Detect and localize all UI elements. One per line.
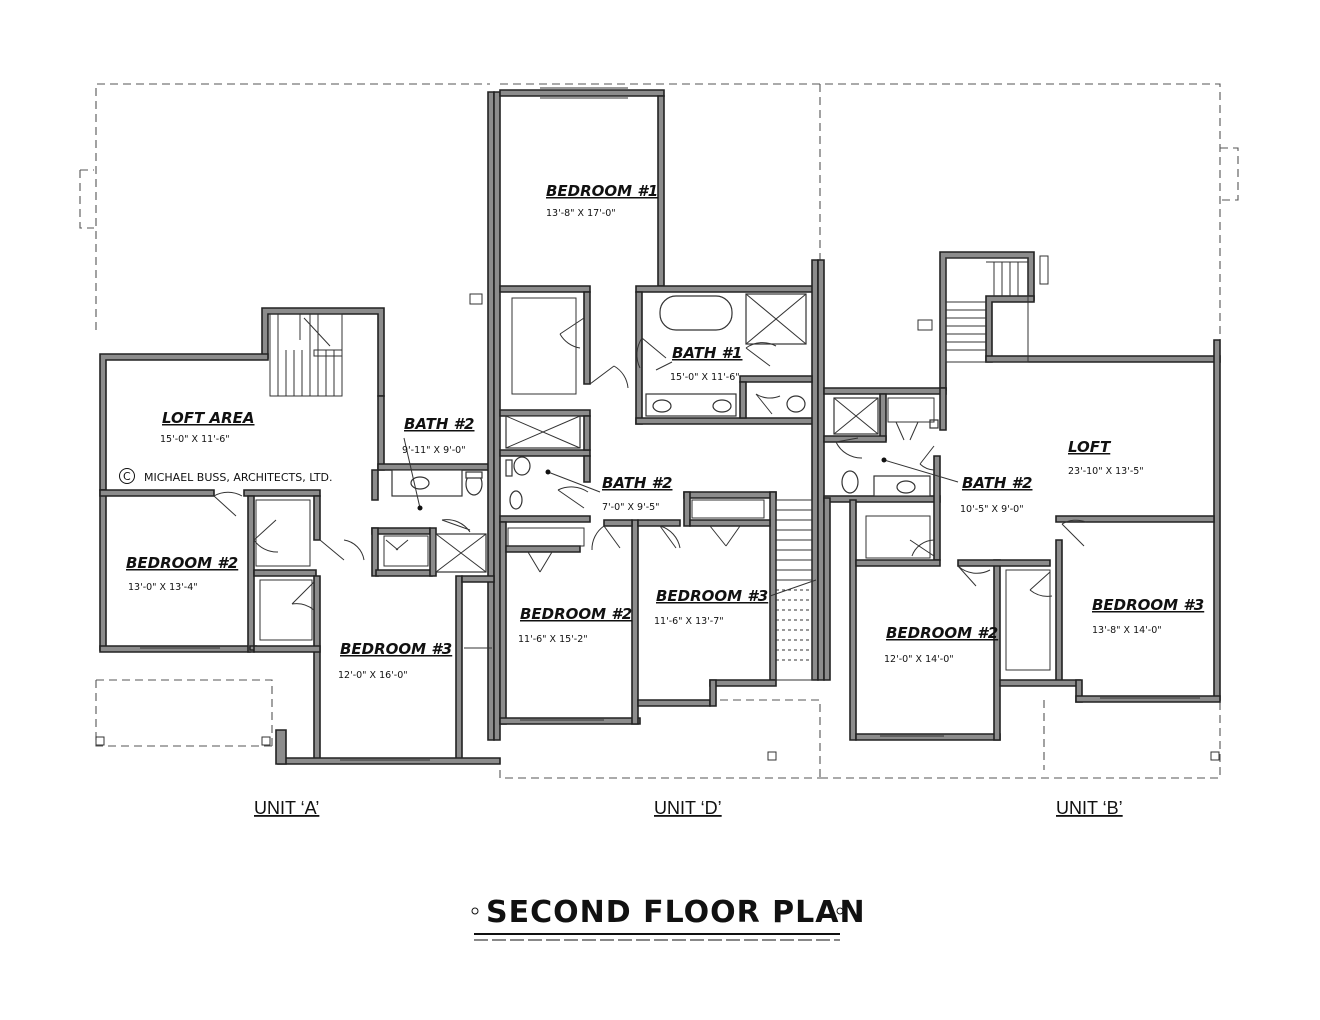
room-name-b-bed2: BEDROOM #2 [886, 624, 998, 642]
room-name-b-bath2: BATH #2 [962, 474, 1033, 492]
drawing-title-block: SECOND FLOOR PLAN [471, 895, 866, 941]
room-dim-d-bath2: 7'-0" X 9'-5" [602, 502, 660, 513]
room-name-b-loft: LOFT [1068, 438, 1112, 456]
room-dim-d-bed2: 11'-6" X 15'-2" [518, 634, 588, 645]
doors [213, 317, 1087, 611]
copyright-text: MICHAEL BUSS, ARCHITECTS, LTD. [144, 471, 333, 484]
fixtures [255, 293, 1051, 671]
room-name-a-bed3: BEDROOM #3 [340, 640, 452, 658]
room-dim-b-loft: 23'-10" X 13'-5" [1068, 466, 1144, 477]
stairs [269, 257, 1029, 681]
label-leaders [403, 361, 959, 511]
unit-a-walls [99, 91, 501, 765]
copyright-note: C MICHAEL BUSS, ARCHITECTS, LTD. [119, 468, 333, 484]
room-dim-b-bath2: 10'-5" X 9'-0" [960, 504, 1024, 515]
room-name-a-loft: LOFT AREA [162, 409, 255, 427]
unit-a-label: UNIT ‘A’ [254, 798, 319, 818]
copyright-symbol: C [123, 470, 131, 483]
room-name-b-bed3: BEDROOM #3 [1092, 596, 1204, 614]
unit-labels: UNIT ‘A’ UNIT ‘D’ UNIT ‘B’ [254, 798, 1123, 818]
room-labels: LOFT AREA 15'-0" X 11'-6" BATH #2 9'-11"… [126, 182, 1204, 681]
drawing-title: SECOND FLOOR PLAN [486, 895, 866, 930]
unit-d-walls [499, 89, 825, 725]
room-name-a-bath2: BATH #2 [404, 415, 475, 433]
room-dim-d-bed3: 11'-6" X 13'-7" [654, 616, 724, 627]
unit-b-walls [823, 251, 1221, 741]
unit-b-label: UNIT ‘B’ [1056, 798, 1123, 818]
room-dim-a-loft: 15'-0" X 11'-6" [160, 434, 230, 445]
room-dim-a-bed2: 13'-0" X 13'-4" [128, 582, 198, 593]
room-name-a-bed2: BEDROOM #2 [126, 554, 238, 572]
room-dim-d-bath1: 15'-0" X 11'-6" [670, 372, 740, 383]
room-dim-d-bed1: 13'-8" X 17'-0" [546, 208, 616, 219]
room-name-d-bed3: BEDROOM #3 [656, 587, 768, 605]
room-name-d-bed1: BEDROOM #1 [546, 182, 658, 200]
windows [140, 87, 1200, 761]
roof-outline [79, 83, 1239, 779]
room-dim-b-bed3: 13'-8" X 14'-0" [1092, 625, 1162, 636]
room-name-d-bath1: BATH #1 [672, 344, 743, 362]
room-dim-a-bath2: 9'-11" X 9'-0" [402, 445, 466, 456]
room-name-d-bath2: BATH #2 [602, 474, 673, 492]
unit-d-label: UNIT ‘D’ [654, 798, 722, 818]
room-dim-b-bed2: 12'-0" X 14'-0" [884, 654, 954, 665]
room-dim-a-bed3: 12'-0" X 16'-0" [338, 670, 408, 681]
room-name-d-bed2: BEDROOM #2 [520, 605, 632, 623]
